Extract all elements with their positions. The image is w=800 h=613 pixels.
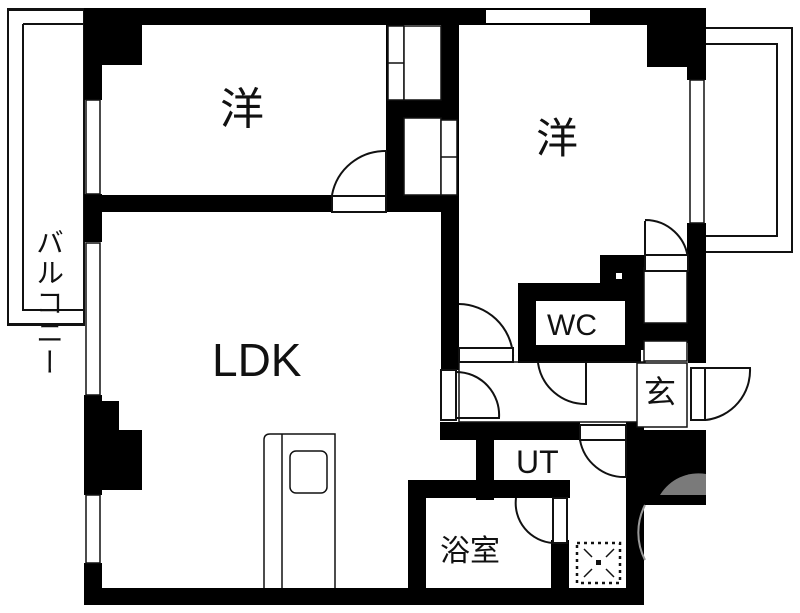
room-label-wc: WC [547,309,597,342]
walls [84,8,706,605]
pillar [616,273,622,279]
room-label-ldk: LDK [212,334,302,386]
entrance-step [637,473,706,561]
fridge [263,433,336,588]
closets [387,25,688,362]
room-label-balcony: バルコニー [32,228,65,378]
windows [85,79,705,564]
room-label-bathroom: 浴室 [440,534,500,569]
balcony-left [7,9,84,325]
room-label-western-2: 洋 [536,114,579,163]
room-label-western-1: 洋 [220,84,264,135]
room-label-utility: UT [516,444,559,480]
room-label-entrance: 玄 [644,373,677,411]
doors [331,149,752,545]
washer-space [575,541,622,585]
balcony-right [705,27,793,253]
